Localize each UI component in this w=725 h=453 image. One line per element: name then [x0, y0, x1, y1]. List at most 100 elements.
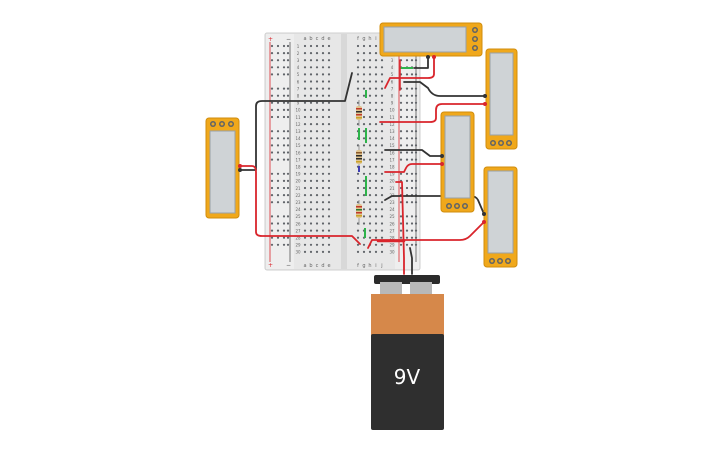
breadboard-hole[interactable] — [282, 222, 286, 225]
breadboard-hole[interactable] — [410, 236, 414, 239]
breadboard-hole[interactable] — [321, 151, 325, 154]
breadboard-hole[interactable] — [380, 59, 384, 62]
breadboard-hole[interactable] — [380, 179, 384, 182]
breadboard-hole[interactable] — [368, 66, 372, 69]
breadboard-hole[interactable] — [321, 137, 325, 140]
breadboard-hole[interactable] — [405, 158, 409, 161]
breadboard-hole[interactable] — [356, 80, 360, 83]
breadboard-hole[interactable] — [315, 87, 319, 90]
breadboard-hole[interactable] — [362, 243, 366, 246]
breadboard-hole[interactable] — [282, 215, 286, 218]
breadboard-hole[interactable] — [362, 222, 366, 225]
breadboard-hole[interactable] — [368, 52, 372, 55]
breadboard-hole[interactable] — [380, 229, 384, 232]
breadboard-hole[interactable] — [315, 73, 319, 76]
breadboard-hole[interactable] — [282, 194, 286, 197]
breadboard-hole[interactable] — [374, 108, 378, 111]
breadboard-hole[interactable] — [309, 73, 313, 76]
breadboard-hole[interactable] — [362, 59, 366, 62]
resistor-2[interactable] — [356, 145, 362, 170]
breadboard-hole[interactable] — [356, 179, 360, 182]
breadboard-hole[interactable] — [276, 66, 280, 69]
breadboard-hole[interactable] — [374, 123, 378, 126]
breadboard-hole[interactable] — [309, 215, 313, 218]
breadboard-hole[interactable] — [362, 179, 366, 182]
breadboard-hole[interactable] — [309, 52, 313, 55]
breadboard-hole[interactable] — [327, 94, 331, 97]
breadboard-hole[interactable] — [374, 229, 378, 232]
breadboard-hole[interactable] — [286, 137, 290, 140]
breadboard-hole[interactable] — [399, 236, 403, 239]
breadboard-hole[interactable] — [327, 101, 331, 104]
breadboard-hole[interactable] — [286, 115, 290, 119]
breadboard-hole[interactable] — [362, 66, 366, 69]
breadboard-hole[interactable] — [315, 243, 319, 246]
breadboard-hole[interactable] — [315, 201, 319, 204]
breadboard-hole[interactable] — [303, 165, 307, 168]
breadboard-hole[interactable] — [374, 222, 378, 225]
breadboard-hole[interactable] — [410, 130, 414, 133]
breadboard-hole[interactable] — [286, 87, 290, 90]
breadboard-hole[interactable] — [303, 250, 307, 253]
breadboard-hole[interactable] — [309, 44, 313, 48]
breadboard-hole[interactable] — [282, 229, 286, 232]
breadboard-hole[interactable] — [286, 144, 290, 147]
breadboard-hole[interactable] — [276, 87, 280, 90]
breadboard-hole[interactable] — [286, 44, 290, 48]
breadboard-hole[interactable] — [321, 130, 325, 133]
multimeter-right-top[interactable] — [483, 48, 518, 150]
breadboard-hole[interactable] — [315, 172, 319, 175]
breadboard-hole[interactable] — [374, 101, 378, 104]
breadboard-hole[interactable] — [309, 222, 313, 225]
multimeter-left[interactable] — [205, 117, 242, 219]
breadboard-hole[interactable] — [315, 250, 319, 253]
breadboard-hole[interactable] — [309, 151, 313, 154]
breadboard-hole[interactable] — [374, 87, 378, 90]
breadboard-hole[interactable] — [362, 108, 366, 111]
breadboard-hole[interactable] — [368, 250, 372, 253]
breadboard-hole[interactable] — [327, 123, 331, 126]
breadboard-hole[interactable] — [380, 222, 384, 225]
breadboard-hole[interactable] — [303, 236, 307, 239]
breadboard-hole[interactable] — [321, 52, 325, 55]
breadboard-hole[interactable] — [356, 44, 360, 48]
breadboard-hole[interactable] — [315, 123, 319, 126]
breadboard-hole[interactable] — [309, 80, 313, 83]
breadboard-hole[interactable] — [309, 144, 313, 147]
breadboard-hole[interactable] — [321, 158, 325, 161]
breadboard-hole[interactable] — [356, 236, 360, 239]
resistor-1[interactable] — [356, 100, 362, 126]
breadboard-hole[interactable] — [303, 101, 307, 104]
breadboard-hole[interactable] — [282, 44, 286, 48]
breadboard-hole[interactable] — [315, 115, 319, 119]
breadboard-hole[interactable] — [282, 94, 286, 97]
breadboard-hole[interactable] — [405, 108, 409, 111]
breadboard-hole[interactable] — [399, 115, 403, 119]
breadboard-hole[interactable] — [368, 172, 372, 175]
breadboard-hole[interactable] — [405, 137, 409, 140]
breadboard-hole[interactable] — [414, 215, 418, 218]
breadboard-hole[interactable] — [315, 144, 319, 147]
breadboard-hole[interactable] — [368, 222, 372, 225]
breadboard-hole[interactable] — [374, 243, 378, 246]
breadboard-hole[interactable] — [405, 87, 409, 90]
breadboard-hole[interactable] — [405, 130, 409, 133]
breadboard-hole[interactable] — [321, 208, 325, 211]
breadboard-hole[interactable] — [315, 59, 319, 62]
breadboard-hole[interactable] — [362, 80, 366, 83]
breadboard-hole[interactable] — [374, 158, 378, 161]
breadboard-hole[interactable] — [405, 201, 409, 204]
breadboard-hole[interactable] — [399, 158, 403, 161]
breadboard-hole[interactable] — [356, 250, 360, 253]
breadboard-hole[interactable] — [327, 87, 331, 90]
breadboard-hole[interactable] — [309, 130, 313, 133]
breadboard-hole[interactable] — [410, 179, 414, 182]
breadboard-hole[interactable] — [303, 66, 307, 69]
breadboard-hole[interactable] — [414, 222, 418, 225]
breadboard-hole[interactable] — [380, 186, 384, 190]
breadboard-hole[interactable] — [303, 87, 307, 90]
breadboard-hole[interactable] — [270, 194, 274, 197]
breadboard-hole[interactable] — [315, 137, 319, 140]
breadboard-hole[interactable] — [374, 165, 378, 168]
wires[interactable] — [241, 57, 485, 275]
